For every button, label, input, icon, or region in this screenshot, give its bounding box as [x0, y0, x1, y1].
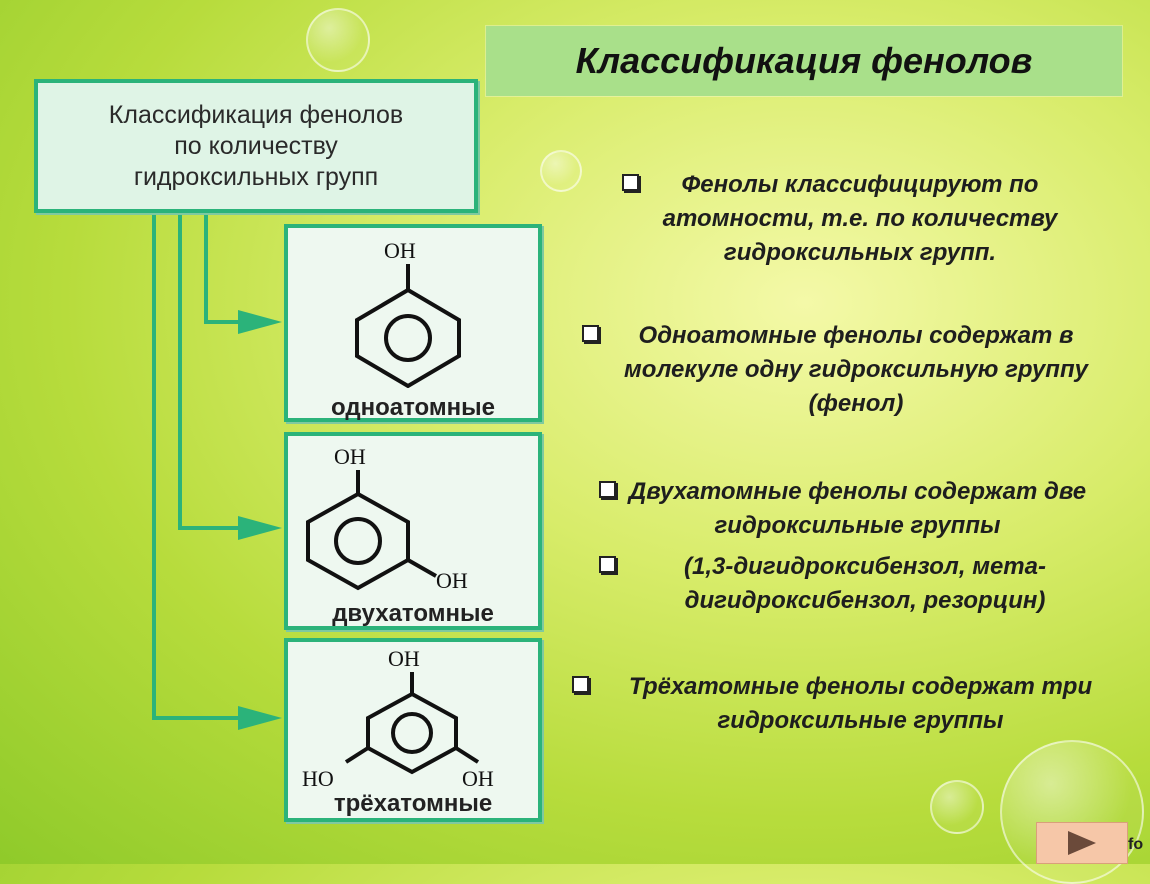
- next-slide-button[interactable]: [1036, 822, 1128, 864]
- oh-top-label: OH: [388, 646, 420, 671]
- molecule-box-triatomic: OH HO OH трёхатомные: [284, 638, 542, 822]
- text-resorcinol: (1,3-дигидроксибензол, мета-дигидроксибе…: [684, 553, 1046, 614]
- molecule-label-triatomic: трёхатомные: [333, 790, 493, 817]
- oh-right-label: OH: [462, 766, 494, 791]
- bullet-icon: [599, 556, 616, 573]
- connector-arrows: [152, 207, 282, 730]
- text-monoatomic: Одноатомные фенолы содержат в молекуле о…: [624, 322, 1088, 417]
- text-triatomic: Трёхатомные фенолы содержат три гидрокси…: [628, 673, 1093, 734]
- molecule-label-diatomic: двухатомные: [332, 600, 494, 627]
- phenol-structure: OH: [355, 238, 461, 388]
- oh-left-label: HO: [302, 766, 334, 791]
- classification-box: Классификация фенолов по количеству гидр…: [34, 79, 478, 213]
- bullet-icon: [582, 325, 599, 342]
- text-diatomic: Двухатомные фенолы содержат две гидрокси…: [628, 478, 1087, 539]
- molecule-label-monoatomic: одноатомные: [331, 394, 495, 421]
- molecule-box-monoatomic: OH одноатомные: [284, 224, 542, 422]
- text-atomicity: Фенолы классифицируют по атомности, т.е.…: [662, 171, 1058, 266]
- phloroglucinol-structure: OH HO OH: [302, 646, 494, 791]
- molecule-box-diatomic: OH OH двухатомные: [284, 432, 542, 630]
- bullet-icon: [572, 676, 589, 693]
- slide-title-bar: Классификация фенолов: [486, 26, 1122, 96]
- classification-box-text: Классификация фенолов по количеству гидр…: [108, 100, 404, 191]
- decor-bubble: [930, 780, 984, 834]
- play-triangle-icon: [1068, 831, 1096, 855]
- slide-title: Классификация фенолов: [575, 40, 1033, 81]
- oh-right-label: OH: [436, 568, 468, 593]
- bullet-icon: [599, 481, 616, 498]
- oh-top-label: OH: [334, 444, 366, 469]
- decor-bubble: [540, 150, 582, 192]
- footer-fo-text: fo: [1128, 836, 1144, 853]
- decor-bubble: [306, 8, 370, 72]
- oh-top-label: OH: [384, 238, 416, 263]
- resorcinol-structure: OH OH: [306, 444, 468, 593]
- bullet-icon: [622, 174, 639, 191]
